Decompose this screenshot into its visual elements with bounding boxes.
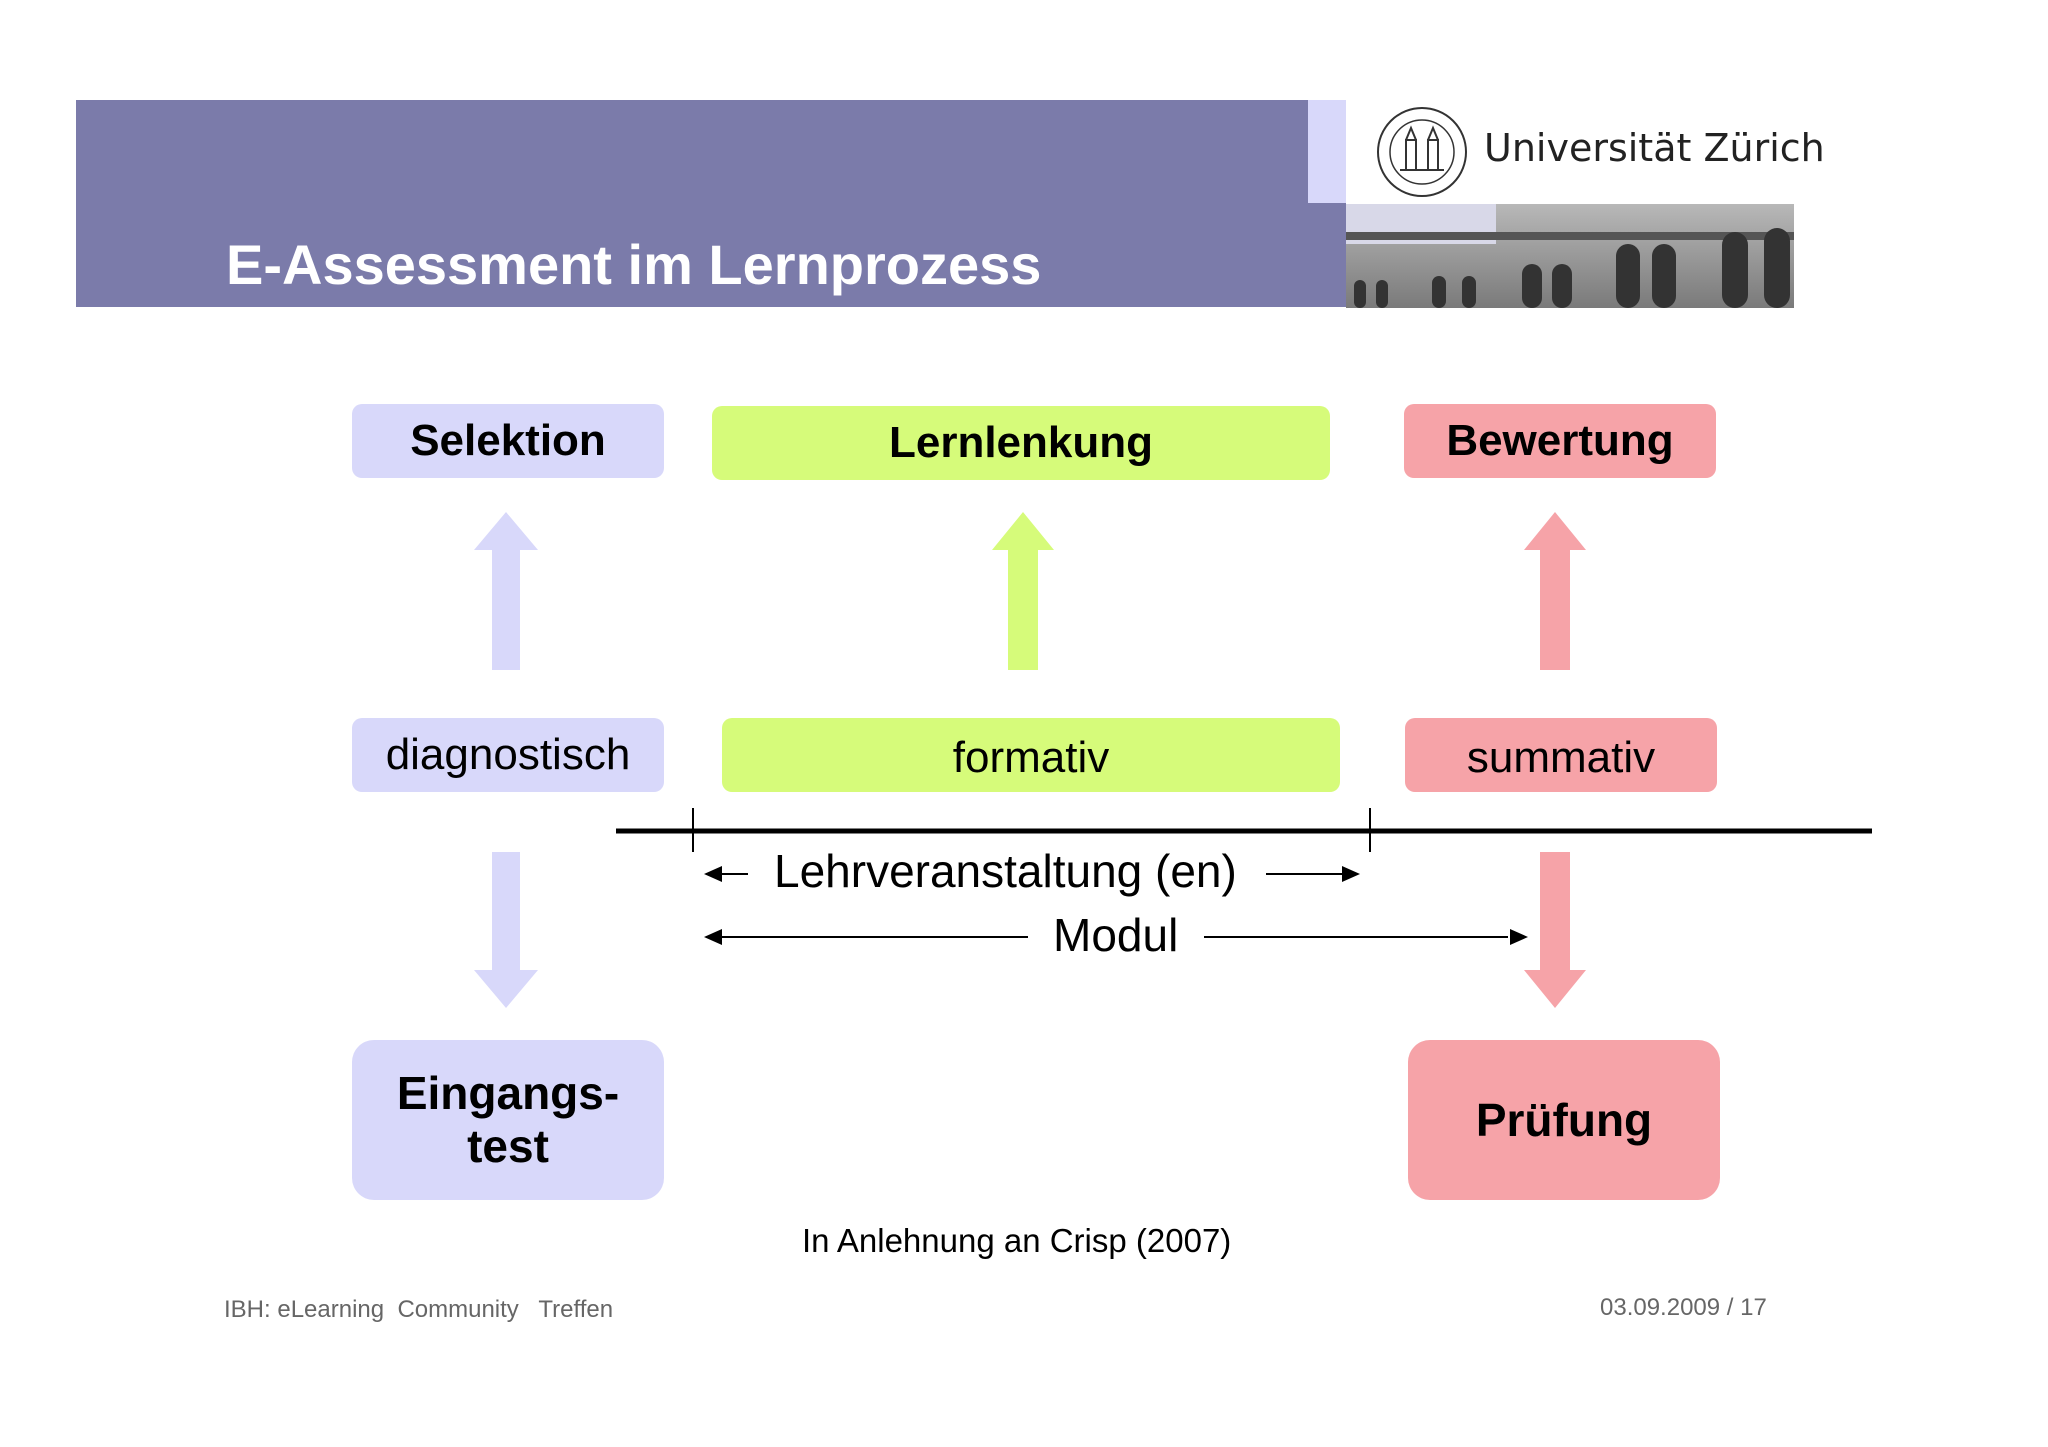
university-seal-icon (1377, 107, 1467, 197)
box-diagnostisch: diagnostisch (352, 718, 664, 792)
header-band (76, 100, 1346, 307)
university-building-image (1346, 204, 1794, 308)
box-bewertung: Bewertung (1404, 404, 1716, 478)
module-arrow-left (704, 929, 722, 945)
course-arrow-left (704, 866, 722, 882)
header-accent (1308, 100, 1346, 203)
arrow-up-formative (992, 512, 1054, 670)
footer-event: IBH: eLearning Community Treffen (224, 1296, 614, 1323)
box-eingangstest-line2: test (467, 1120, 549, 1172)
footer-date-page: 03.09.2009 / 17 (1600, 1294, 1767, 1321)
source-citation: In Anlehnung an Crisp (2007) (802, 1222, 1232, 1259)
box-summativ: summativ (1405, 718, 1717, 792)
slide-title: E-Assessment im Lernprozess (226, 233, 1042, 296)
box-lernlenkung: Lernlenkung (712, 406, 1330, 480)
box-formativ: formativ (722, 718, 1340, 792)
box-selektion: Selektion (352, 404, 664, 478)
box-eingangstest-line1: Eingangs- (396, 1067, 620, 1120)
label-modul: Modul (1053, 909, 1179, 961)
module-arrow-right (1510, 929, 1528, 945)
box-pruefung: Prüfung (1408, 1040, 1720, 1200)
arrow-up-diagnostic (474, 512, 538, 670)
box-eingangstest: Eingangs- test (352, 1040, 664, 1200)
arrow-down-summative (1524, 852, 1586, 1008)
label-lehrveranstaltung: Lehrveranstaltung (en) (774, 845, 1237, 897)
course-arrow-right (1342, 866, 1360, 882)
arrow-up-summative (1524, 512, 1586, 670)
arrow-down-diagnostic (474, 852, 538, 1008)
university-name: Universität Zürich (1484, 126, 1825, 170)
